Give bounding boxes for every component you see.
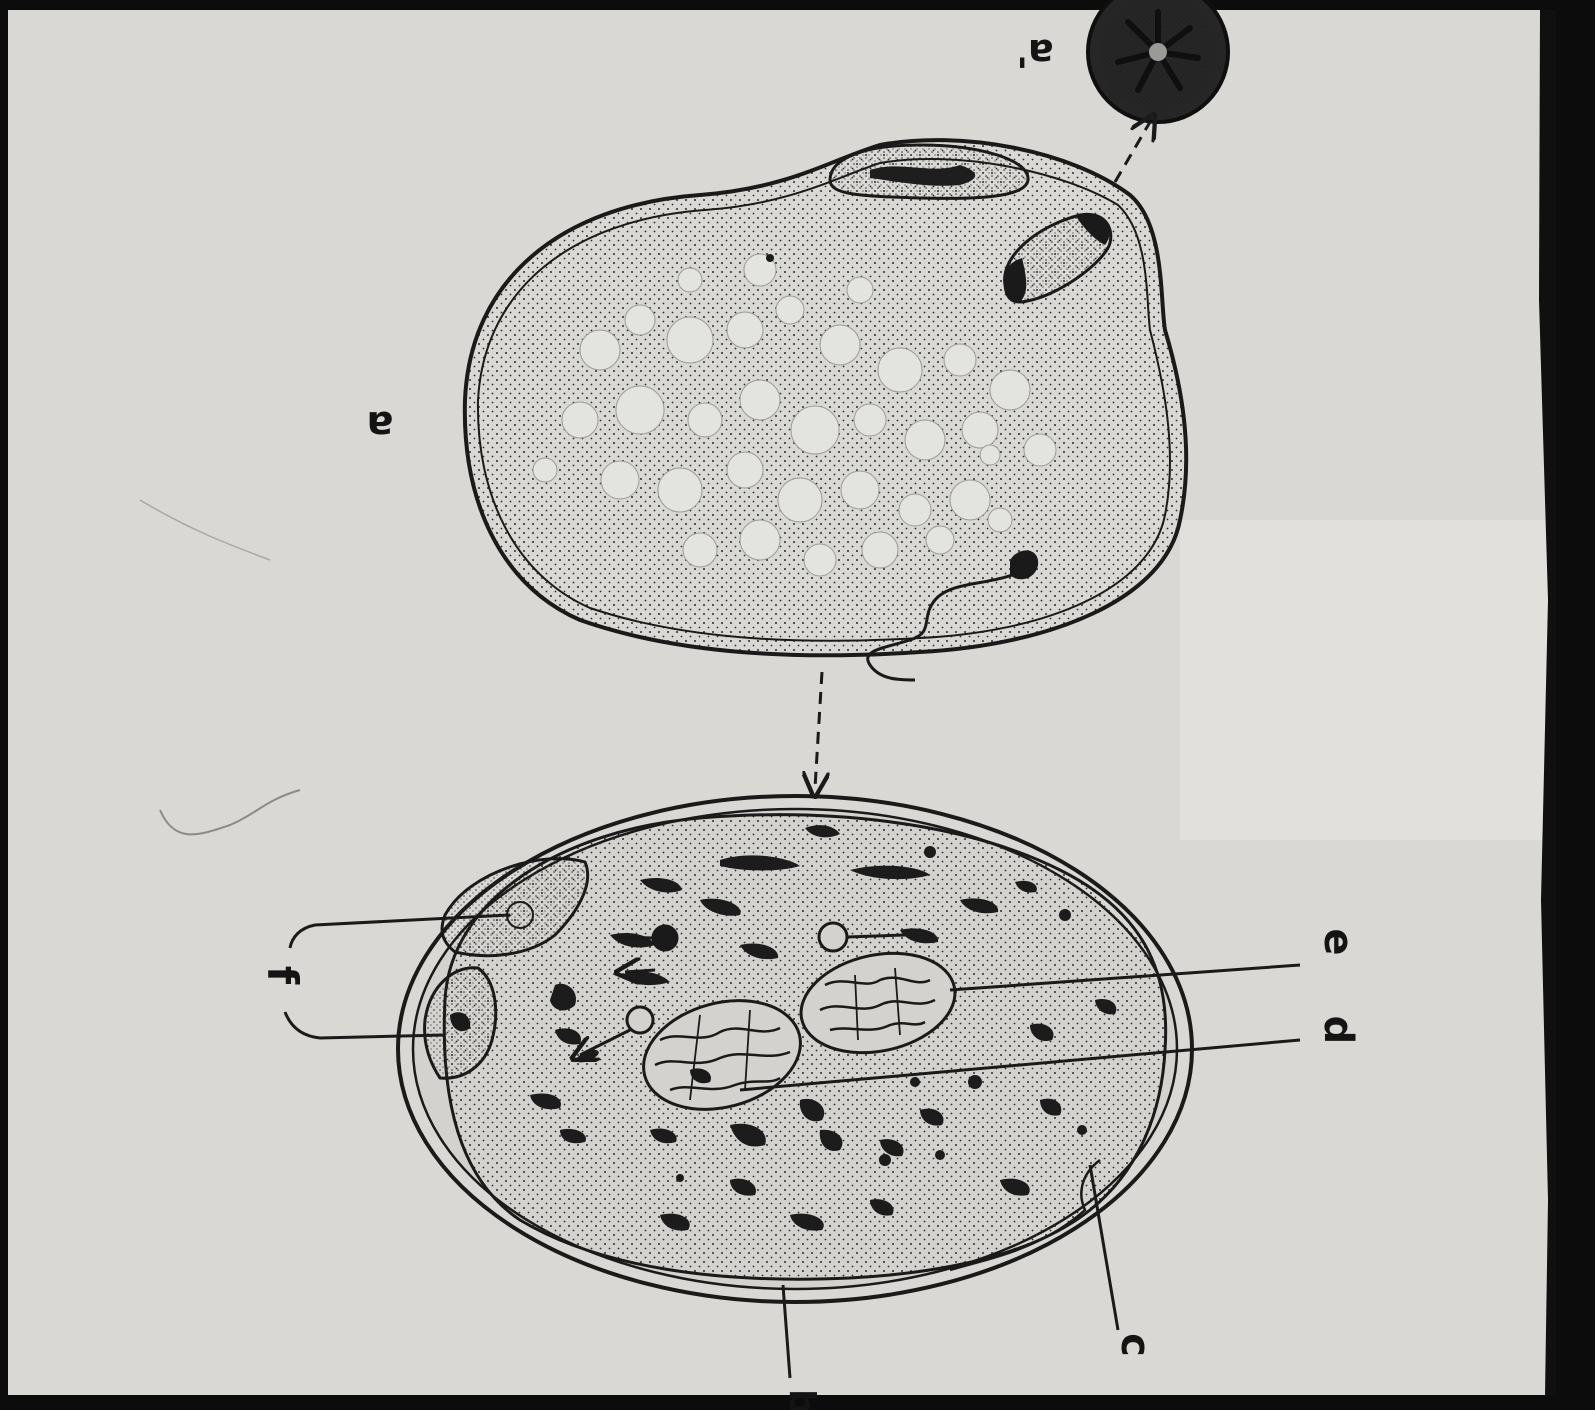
cell-a-spot xyxy=(766,254,774,262)
label-e: e xyxy=(1315,928,1361,955)
label-f: f xyxy=(258,966,307,985)
label-d: d xyxy=(1315,1016,1361,1045)
paper-shade-right xyxy=(1180,520,1556,840)
label-a: a xyxy=(367,402,394,448)
small-sphere-body xyxy=(1088,0,1228,122)
label-a-prime: a' xyxy=(1016,31,1053,75)
label-b: b xyxy=(781,1389,822,1410)
label-c: c xyxy=(1112,1333,1158,1357)
